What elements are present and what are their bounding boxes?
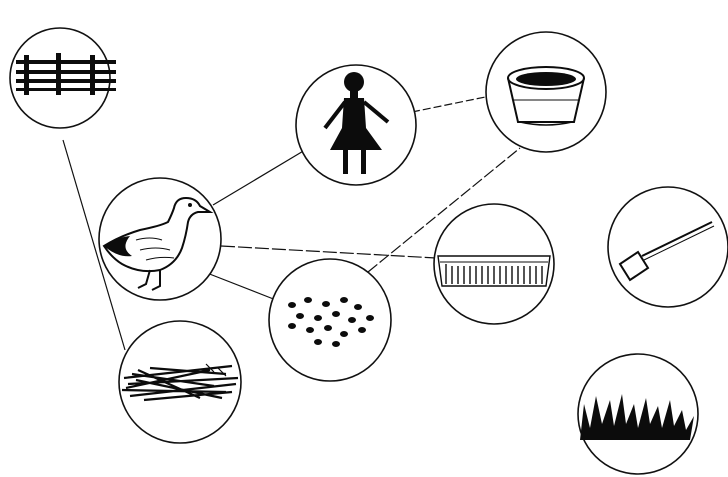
node-trough — [433, 203, 555, 325]
node-fence — [9, 27, 116, 129]
link-woman-basket — [411, 94, 496, 113]
links-layer — [62, 94, 521, 351]
link-duck-trough — [220, 245, 437, 259]
link-duck-woman — [212, 149, 306, 206]
node-duck — [98, 177, 222, 301]
woman-icon — [323, 72, 390, 174]
straw-icon — [121, 363, 239, 402]
link-duck-grain — [206, 272, 277, 301]
shovel-icon — [618, 221, 715, 282]
node-woman — [295, 64, 417, 186]
grass-icon — [580, 394, 694, 440]
duck-icon — [102, 196, 214, 291]
node-grass — [577, 353, 699, 475]
fence-icon — [16, 53, 116, 95]
node-grain — [268, 258, 392, 382]
link-fence-straw — [62, 139, 126, 351]
trough-icon — [437, 255, 551, 287]
link-grain-basket — [367, 147, 521, 273]
basket-icon — [507, 66, 585, 126]
node-basket — [485, 31, 607, 153]
node-shovel — [607, 186, 728, 308]
grain-icon — [288, 297, 374, 347]
node-straw — [118, 320, 242, 444]
